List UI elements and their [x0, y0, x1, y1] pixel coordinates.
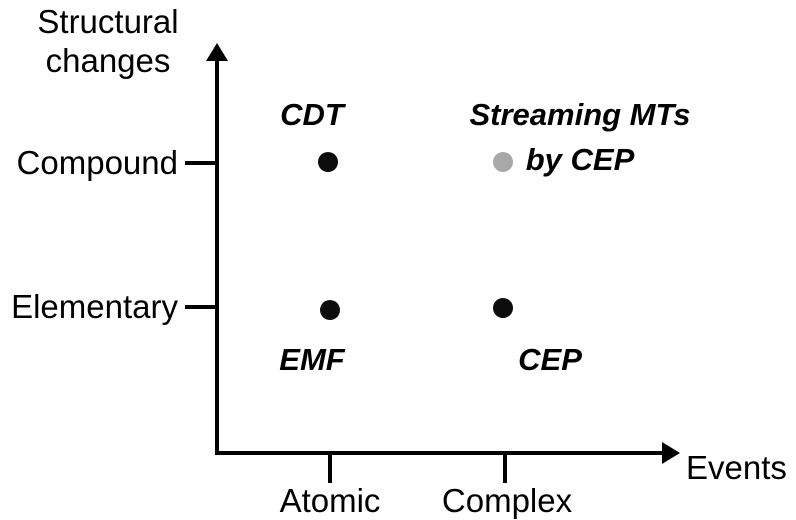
point-label-streaming-mts-by-cep: Streaming MTs by CEP	[455, 92, 705, 182]
point-label-cep: CEP	[518, 342, 582, 377]
point-label-cdt: CDT	[280, 97, 344, 132]
x-axis-arrowhead-icon	[662, 442, 680, 464]
y-tick-label-elementary: Elementary	[11, 288, 178, 325]
x-axis-title: Events	[686, 449, 787, 486]
x-tick-complex	[503, 453, 507, 483]
point-label-streaming-line-2: by CEP	[525, 142, 635, 177]
data-point-streaming-mts-by-cep	[493, 152, 513, 172]
point-label-streaming-line-1: Streaming MTs	[469, 97, 691, 132]
x-axis-line	[215, 451, 665, 455]
y-tick-label-compound: Compound	[16, 144, 178, 181]
x-tick-label-complex: Complex	[441, 482, 573, 519]
y-axis-arrowhead-icon	[206, 43, 228, 61]
y-tick-compound	[185, 161, 217, 165]
y-axis-title: Structural changes	[8, 2, 208, 80]
y-axis-title-line-1: Structural	[37, 3, 179, 40]
x-tick-label-atomic: Atomic	[279, 482, 381, 519]
y-axis-title-line-2: changes	[45, 42, 171, 79]
y-axis-line	[215, 58, 219, 455]
data-point-cep	[493, 298, 513, 318]
x-tick-atomic	[328, 453, 332, 483]
data-point-cdt	[318, 152, 338, 172]
point-label-emf: EMF	[279, 342, 345, 377]
y-tick-elementary	[185, 305, 217, 309]
data-point-emf	[320, 300, 340, 320]
